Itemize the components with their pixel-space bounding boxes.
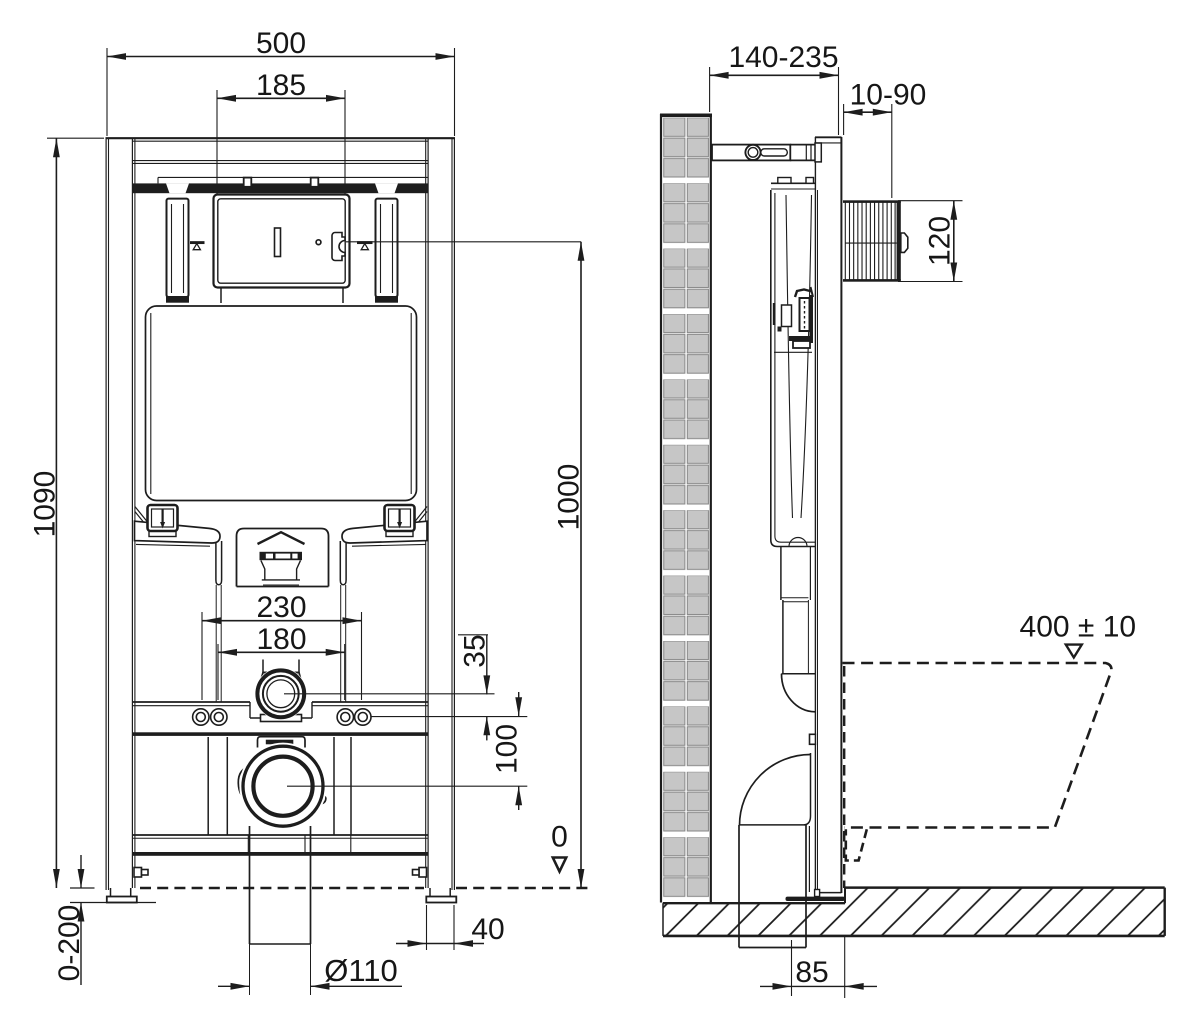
svg-text:500: 500	[256, 27, 306, 60]
svg-text:1090: 1090	[28, 471, 61, 538]
svg-text:35: 35	[459, 634, 492, 667]
svg-text:400 ± 10: 400 ± 10	[1020, 611, 1137, 644]
svg-text:185: 185	[256, 69, 306, 102]
svg-text:40: 40	[471, 913, 504, 946]
svg-text:10-90: 10-90	[850, 79, 927, 112]
svg-text:140-235: 140-235	[728, 41, 838, 74]
svg-text:Ø110: Ø110	[324, 953, 398, 988]
svg-text:85: 85	[795, 956, 828, 989]
svg-text:1000: 1000	[553, 464, 586, 531]
svg-text:0-200: 0-200	[53, 905, 86, 982]
svg-text:100: 100	[490, 724, 523, 774]
svg-text:120: 120	[924, 216, 957, 266]
svg-text:0: 0	[551, 821, 568, 854]
svg-text:230: 230	[256, 591, 306, 624]
svg-text:180: 180	[256, 623, 306, 656]
